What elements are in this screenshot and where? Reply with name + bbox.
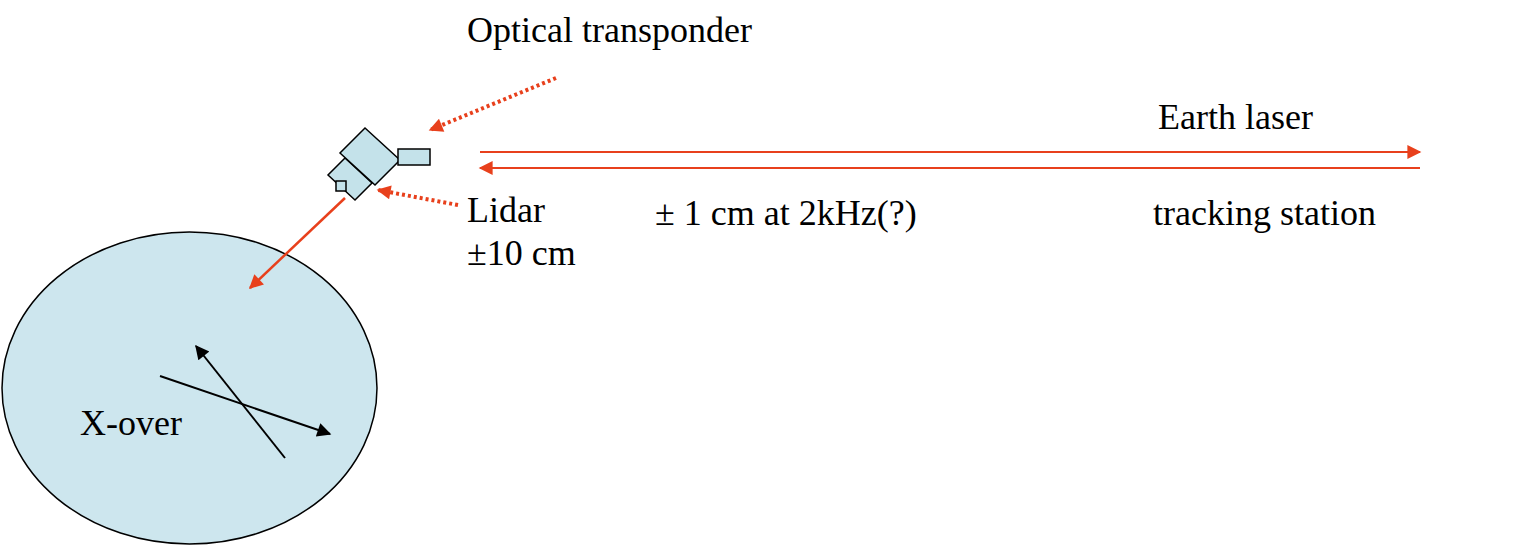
body-ellipse: [2, 232, 377, 544]
crossover-label: X-over: [80, 402, 182, 445]
laser-downlink: [480, 167, 1420, 169]
telescope: [398, 149, 430, 165]
annotation-label: Optical transponder: [467, 9, 752, 52]
pointer-arrow: [430, 78, 556, 130]
spacecraft-body: [340, 128, 400, 185]
label-holder: Lidar: [467, 189, 545, 232]
label-holder: tracking station: [1153, 192, 1376, 235]
track-arrow: [160, 376, 330, 434]
label-holder: ±10 cm: [467, 232, 576, 275]
annotation-label: Lidar: [467, 189, 545, 232]
lidar-aperture: [336, 181, 346, 191]
track-arrow: [196, 346, 285, 458]
annotation-label: tracking station: [1153, 192, 1376, 235]
pointer-arrow: [378, 190, 458, 205]
label-holder: Earth laser: [1158, 96, 1313, 139]
label-holder: ± 1 cm at 2kHz(?): [655, 192, 917, 235]
laser-uplink: [480, 151, 1420, 153]
body-outline: [1, 231, 378, 545]
annotation-label: ± 1 cm at 2kHz(?): [655, 192, 917, 235]
annotation-label: ±10 cm: [467, 232, 576, 275]
lidar-beam: [250, 198, 345, 288]
node-text-group: X-over: [80, 402, 182, 445]
annotation-label: Earth laser: [1158, 96, 1313, 139]
label-holder: Optical transponder: [467, 9, 752, 52]
body-circle: X-over: [1, 231, 378, 545]
